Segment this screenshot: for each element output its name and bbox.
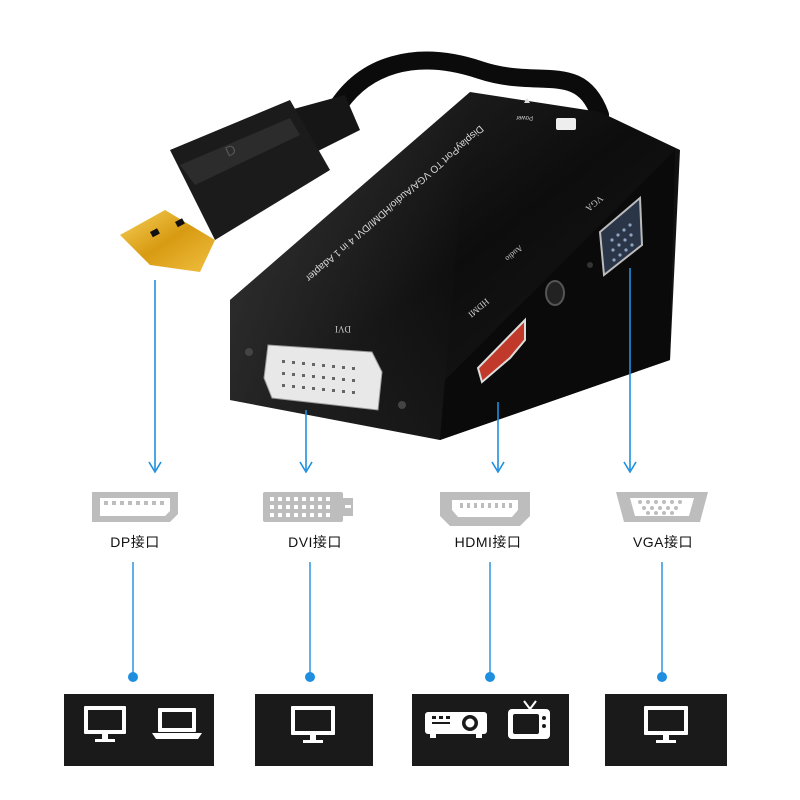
dp-port-label: DP接口 bbox=[110, 534, 160, 550]
dp-logo-icon bbox=[556, 118, 576, 130]
power-label: Power bbox=[516, 114, 533, 120]
dp-gold-connector bbox=[120, 210, 215, 272]
monitor-icon bbox=[84, 706, 126, 742]
connector-dot bbox=[657, 672, 667, 682]
connector-dot bbox=[485, 672, 495, 682]
vga-port bbox=[598, 195, 644, 277]
monitor-icon bbox=[644, 706, 688, 743]
hdmi-port bbox=[476, 317, 526, 384]
monitor-icon bbox=[291, 706, 335, 743]
dvi-marking: DVI bbox=[335, 324, 351, 334]
laptop-icon bbox=[152, 708, 202, 739]
connector-dot bbox=[305, 672, 315, 682]
arrows-top bbox=[148, 268, 637, 474]
cable bbox=[321, 51, 609, 129]
dp-plug: D bbox=[120, 95, 360, 272]
dvi-port-label: DVI接口 bbox=[288, 534, 342, 550]
hdmi-port-label: HDMI接口 bbox=[454, 534, 522, 550]
displayport-icon bbox=[92, 492, 178, 522]
hdmi-port-icon bbox=[440, 492, 530, 526]
vga-port-icon bbox=[616, 492, 708, 522]
dvi-port-icon bbox=[263, 492, 353, 522]
dvi-port bbox=[245, 344, 406, 411]
audio-jack bbox=[545, 280, 565, 306]
tv-icon bbox=[508, 700, 550, 739]
vga-port-label: VGA接口 bbox=[632, 534, 694, 550]
arrows-bottom bbox=[132, 562, 663, 675]
connector-dot bbox=[128, 672, 138, 682]
projector-icon bbox=[425, 712, 487, 738]
